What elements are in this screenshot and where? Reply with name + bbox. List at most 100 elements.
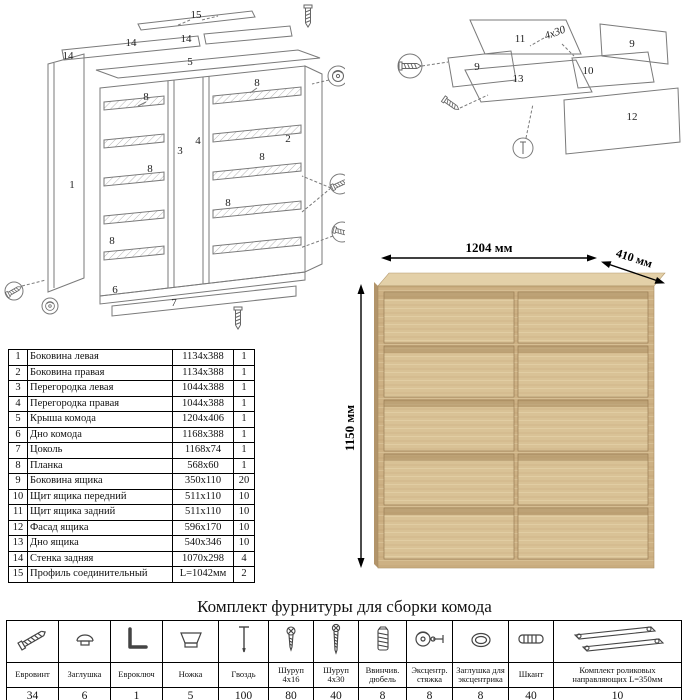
part-qty: 1 [233,442,255,459]
part-num: 2 [8,364,28,381]
part-size: 1044x388 [172,395,234,412]
part-name: Крыша комода [27,411,173,428]
screw-icon [398,61,422,71]
hardware-qty: 8 [452,687,509,700]
part-name: Боковина ящика [27,473,173,490]
hex-key-icon [110,620,163,663]
part-label-8: 8 [147,163,153,175]
hardware-name: Евровинт [6,662,59,688]
cam-callout-circle [327,65,345,87]
part-name: Дно комода [27,426,173,443]
drawer-front [383,291,515,344]
part-name: Профиль соединительный [27,566,173,583]
hardware-qty: 8 [406,687,453,700]
hardware-qty: 5 [162,687,219,700]
part-num: 3 [8,380,28,397]
part-num: 5 [8,411,28,428]
hardware-qtys-row: 34 6 1 5 100 80 40 8 8 8 40 10 [6,687,682,700]
hardware-qty: 40 [508,687,554,700]
drawer-front [517,453,649,506]
hardware-name: Шуруп 4x30 [313,662,359,688]
cam-cover-icon [452,620,509,663]
part-size: 1204x406 [172,411,234,428]
hardware-qty: 10 [553,687,682,700]
hardware-name: Шкант [508,662,554,688]
hardware-name: Гвоздь [218,662,269,688]
part-size: 1134x388 [172,349,234,366]
part-name: Фасад ящика [27,519,173,536]
drawer-front [517,345,649,398]
part-label-9: 9 [474,61,480,73]
part-label-3: 3 [177,145,183,157]
part-label-8: 8 [143,91,149,103]
drawer-exploded-diagram: 11 9 9 13 10 12 4x30 [397,19,681,159]
dresser-left-edge [374,282,378,568]
part-qty: 1 [233,426,255,443]
drawer-panels-drawing [447,19,681,155]
nail-icon [519,141,527,155]
part-label-14: 14 [63,50,75,62]
drawer-front [517,507,649,560]
screw-long-icon [313,620,359,663]
drawer-front [517,399,649,452]
depth-dimension-label: 410 мм [614,246,654,271]
cabinet-carcass-drawing [47,10,323,317]
part-label-7: 7 [171,297,177,309]
part-name: Щит ящика передний [27,488,173,505]
part-label-9: 9 [629,38,635,50]
drawer-hardware-callouts [397,53,534,159]
hardware-qty: 100 [218,687,269,700]
screw-callout-circle [4,281,24,301]
hardware-name: Заглушка [58,662,111,688]
height-dimension-label: 1150 мм [345,405,357,451]
threaded-dowel-icon [358,620,407,663]
cam-lock-icon [332,70,344,82]
part-label-8: 8 [225,197,231,209]
dresser-top-face [377,272,666,287]
confirmat-screw-icon [6,620,59,663]
part-qty: 1 [233,457,255,474]
part-size: 1168x388 [172,426,234,443]
part-qty: 1 [233,395,255,412]
part-size: L=1042мм [172,566,234,583]
part-label-14: 14 [126,37,138,49]
drawer-front [383,507,515,560]
part-num: 14 [8,550,28,567]
part-qty: 4 [233,550,255,567]
screw-size-label: 4x30 [543,24,568,43]
part-num: 8 [8,457,28,474]
wood-dowel-icon [508,620,554,663]
hardware-name: Ножка [162,662,219,688]
dimension-arrows [357,254,665,568]
cam-lock-icon [45,301,55,311]
part-label-14: 14 [181,33,193,45]
part-qty: 1 [233,411,255,428]
part-label-10: 10 [583,65,595,77]
hardware-name: Шуруп 4x16 [268,662,314,688]
hardware-name: Заглушка для эксцентрика [452,662,509,688]
part-label-11: 11 [515,33,526,45]
part-num: 9 [8,473,28,490]
screw-callout-circle [329,173,345,195]
cabinet-hardware-callouts [4,4,345,330]
cabinet-part-labels: 15 14 14 14 5 8 8 8 8 8 8 3 4 2 1 6 7 [63,9,291,309]
part-label-8: 8 [254,77,260,89]
screw-icon [440,95,462,113]
part-qty: 10 [233,488,255,505]
width-dimension-label: 1204 мм [466,240,513,255]
part-num: 1 [8,349,28,366]
hardware-table: Евровинт Заглушка Евроключ Ножка Гвоздь … [6,620,682,700]
part-label-15: 15 [191,9,203,21]
hardware-qty: 1 [110,687,163,700]
part-label-1: 1 [69,179,75,191]
